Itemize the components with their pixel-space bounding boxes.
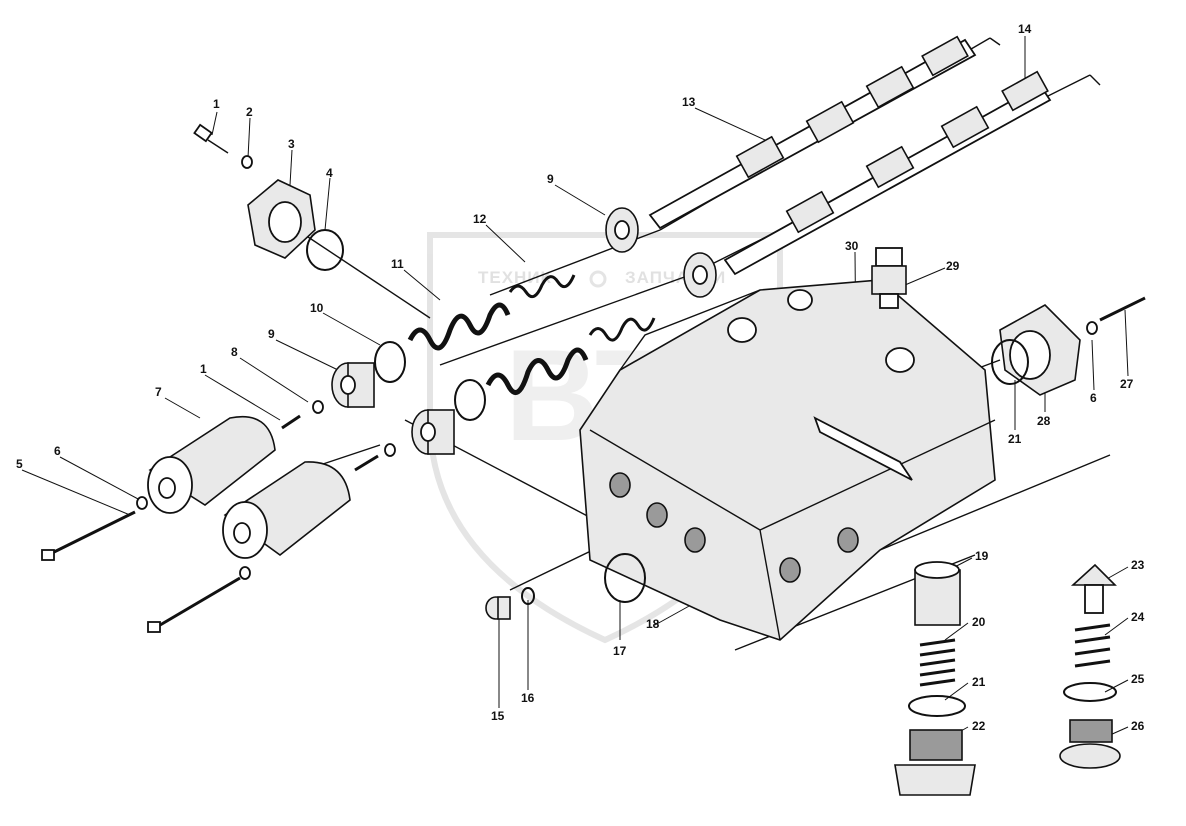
callout-11: 11 (391, 257, 404, 271)
watermark-brand-left: ТЕХНИК (478, 268, 552, 287)
callout-7: 7 (155, 385, 162, 399)
part-oring-17-icon (604, 553, 646, 603)
callout-21: 21 (1008, 432, 1022, 446)
callout-2: 2 (246, 105, 253, 119)
part-ring-10-icon (374, 341, 406, 383)
part-valve-body-18-icon (579, 279, 996, 641)
part-solenoid-7-icon (147, 416, 351, 559)
callout-29: 29 (946, 259, 960, 273)
callout-5: 5 (16, 457, 23, 471)
part-plug-22-icon (894, 729, 976, 796)
part-plug-15-icon (485, 596, 511, 620)
callout-27: 27 (1120, 377, 1134, 391)
callout-26: 26 (1131, 719, 1145, 733)
callout-16: 16 (521, 691, 535, 705)
part-spring-24-icon (1074, 623, 1111, 668)
part-oring-4-icon (306, 229, 344, 271)
part-cover-28-icon (999, 304, 1081, 396)
part-oring-25-icon (1063, 682, 1117, 702)
part-spring-20-icon (919, 638, 956, 687)
callout-14: 14 (1018, 22, 1032, 36)
callout-23: 23 (1131, 558, 1145, 572)
part-screw-1b-icon (281, 414, 379, 472)
watermark-gear-icon (589, 270, 607, 288)
callout-8: 8 (231, 345, 238, 359)
part-piston-19-icon (914, 561, 961, 626)
callout-30: 30 (845, 239, 859, 253)
callout-19: 19 (975, 549, 989, 563)
callout-18: 18 (646, 617, 660, 631)
callout-15: 15 (491, 709, 505, 723)
part-valve-23-icon (1070, 563, 1117, 614)
callout-21b: 21 (972, 675, 986, 689)
part-bolt-1-icon (193, 123, 229, 154)
callout-28: 28 (1037, 414, 1051, 428)
callout-9: 9 (268, 327, 275, 341)
part-oring-21-icon (991, 339, 1029, 385)
callout-24: 24 (1131, 610, 1145, 624)
part-spool-13-icon (648, 35, 977, 230)
callout-22: 22 (972, 719, 986, 733)
part-spring-11-icon (407, 302, 589, 395)
part-ring-10b-icon (454, 379, 486, 421)
callout-6b: 6 (1090, 391, 1097, 405)
callout-20: 20 (972, 615, 986, 629)
part-sensor-29-icon (871, 247, 907, 309)
part-bolt-27-icon (1086, 296, 1146, 335)
callout-4: 4 (326, 166, 333, 180)
callout-3: 3 (288, 137, 295, 151)
callout-25: 25 (1131, 672, 1145, 686)
part-spring-12-icon (508, 274, 656, 342)
part-long-bolt-5-icon (41, 510, 241, 633)
callout-1b: 1 (200, 362, 207, 376)
part-washer-16-icon (521, 587, 535, 605)
callout-labels: 1 2 3 4 5 6 7 1 8 9 10 11 12 9 13 14 30 … (16, 22, 1145, 733)
part-spool-14-icon (723, 70, 1052, 276)
part-washer-2-icon (241, 155, 253, 169)
part-plug-26-icon (1059, 719, 1121, 769)
part-bushing-9-icon (331, 207, 717, 455)
part-washer-6b-icon (239, 566, 251, 580)
callout-6: 6 (54, 444, 61, 458)
part-cover-3-icon (247, 179, 316, 259)
part-oring-21b-icon (908, 695, 966, 717)
part-washer-6-icon (136, 496, 148, 510)
callout-10: 10 (310, 301, 324, 315)
part-washer-8-icon (312, 400, 324, 414)
part-washer-8b-icon (384, 443, 396, 457)
callout-1: 1 (213, 97, 220, 111)
callout-9b: 9 (547, 172, 554, 186)
callout-17: 17 (613, 644, 627, 658)
callout-12: 12 (473, 212, 487, 226)
callout-13: 13 (682, 95, 696, 109)
